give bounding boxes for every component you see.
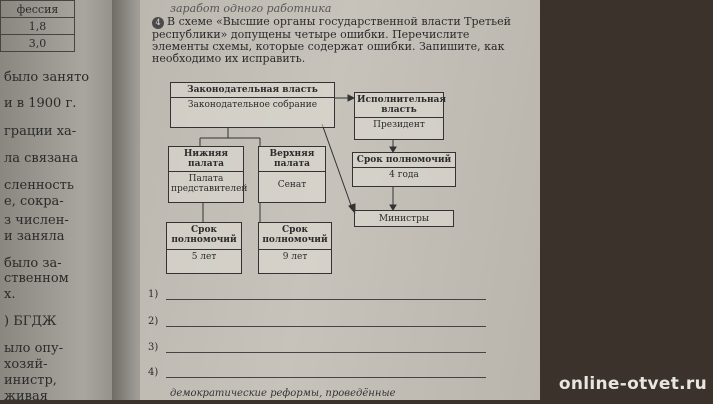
upper-chamber-box: Верхняя палата Сенат [258,146,326,203]
table-header-cell: фессия [0,0,75,18]
answer-line[interactable] [166,352,486,353]
answer-line[interactable] [166,299,486,300]
lower-chamber-box: Нижняя палата Палата представителей [168,146,248,203]
upper-term-title: Срок полномочий [259,223,331,250]
footer-text: демократические реформы, проведённые [170,388,396,399]
answer-line[interactable] [166,377,486,378]
answer-number: 1) [148,289,159,300]
upper-term-value: 9 лет [282,252,308,262]
left-line: е, сокра- [4,194,64,209]
lower-term-value: 5 лет [191,252,217,262]
left-line: хозяй- [4,357,48,372]
upper-term-box: Срок полномочий 9 лет [258,222,332,274]
answer-number: 4) [148,367,159,378]
exec-term-title: Срок полномочий [353,153,455,168]
left-line: грации ха- [4,124,77,139]
watermark: online-otvet.ru [558,374,707,394]
left-line: сленность [4,178,74,193]
task-number: 4 [152,17,164,29]
left-line: инистр, [4,373,57,388]
ministers-box: Министры [354,210,454,227]
left-page-table: фессия 1,8 3,0 [0,0,75,52]
page-header: заработ одного работника [170,2,332,15]
table-cell: 1,8 [0,17,75,35]
lower-term-box: Срок полномочий 5 лет [166,222,242,274]
executive-body: Президент [373,120,425,130]
left-page: фессия 1,8 3,0 было занято и в 1900 г. г… [0,0,120,404]
left-line: ) БГДЖ [4,314,57,329]
left-line: з числен- [4,213,69,228]
task-body: В схеме «Высшие органы государственной в… [152,15,511,65]
upper-chamber-title: Верхняя палата [259,147,325,172]
exec-term-value: 4 года [389,170,419,180]
upper-chamber-body: Сенат [277,180,307,190]
lower-chamber-title: Нижняя палата [169,147,243,172]
answer-row: 2) [148,316,486,327]
answer-row: 4) [148,367,486,378]
executive-box: Исполнительная власть Президент [354,92,446,140]
answer-number: 2) [148,316,159,327]
left-line: и в 1900 г. [4,96,77,111]
exec-term-box: Срок полномочий 4 года [352,152,456,187]
executive-title: Исполнительная власть [355,93,446,118]
legislative-body: Законодательное собрание [187,100,318,110]
left-line: живая [4,389,48,404]
lower-chamber-body: Палата представителей [171,174,248,194]
answer-number: 3) [148,342,159,353]
left-line: ла связана [4,151,79,166]
answer-row: 3) [148,342,486,353]
table-cell: 3,0 [0,34,75,52]
answer-line[interactable] [166,326,486,327]
left-line: ственном [4,271,69,286]
legislative-box: Законодательная власть Законодательное с… [170,82,335,128]
answer-row: 1) [148,289,486,300]
left-line: было занято [4,70,90,85]
left-line: ыло опу- [4,341,64,356]
left-line: и заняла [4,229,65,244]
lower-term-title: Срок полномочий [167,223,241,250]
legislative-title: Законодательная власть [171,83,334,98]
left-line: х. [4,287,16,302]
left-line: было за- [4,256,62,271]
